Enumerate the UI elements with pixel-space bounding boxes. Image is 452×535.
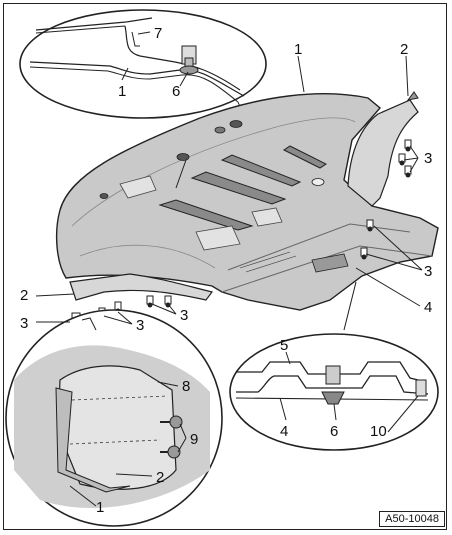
callout-3: 3 [180, 307, 188, 324]
inset-connector-line [343, 281, 357, 331]
left-trim-strip [69, 273, 214, 301]
callout-6: 6 [330, 423, 338, 440]
callout-1: 1 [118, 83, 126, 100]
callout-1: 1 [96, 499, 104, 516]
callout-3: 3 [424, 150, 432, 167]
callout-4: 4 [280, 423, 288, 440]
leader-lines [35, 31, 423, 507]
callout-7: 7 [154, 25, 162, 42]
figure-reference-number: A50-10048 [379, 511, 445, 527]
callout-labels: 7 1 6 1 2 3 3 4 2 3 3 3 8 9 2 1 5 4 6 10 [20, 25, 432, 516]
callout-2: 2 [20, 287, 28, 304]
callout-9: 9 [190, 431, 198, 448]
callout-3: 3 [136, 317, 144, 334]
inset-connector-line [81, 317, 97, 331]
top-detail-inset [19, 9, 267, 119]
callout-3: 3 [20, 315, 28, 332]
callout-3: 3 [424, 263, 432, 280]
underbody-panel [55, 93, 439, 311]
lower-left-detail-inset [5, 309, 223, 527]
callout-6: 6 [172, 83, 180, 100]
callout-2: 2 [156, 469, 164, 486]
callout-10: 10 [370, 423, 387, 440]
callout-8: 8 [182, 378, 190, 395]
callout-5: 5 [280, 337, 288, 354]
callout-2: 2 [400, 41, 408, 58]
lower-right-detail-inset [229, 333, 439, 451]
callout-1: 1 [294, 41, 302, 58]
figure-frame [3, 3, 447, 530]
callout-4: 4 [424, 299, 432, 316]
right-trim-strip [347, 91, 419, 207]
